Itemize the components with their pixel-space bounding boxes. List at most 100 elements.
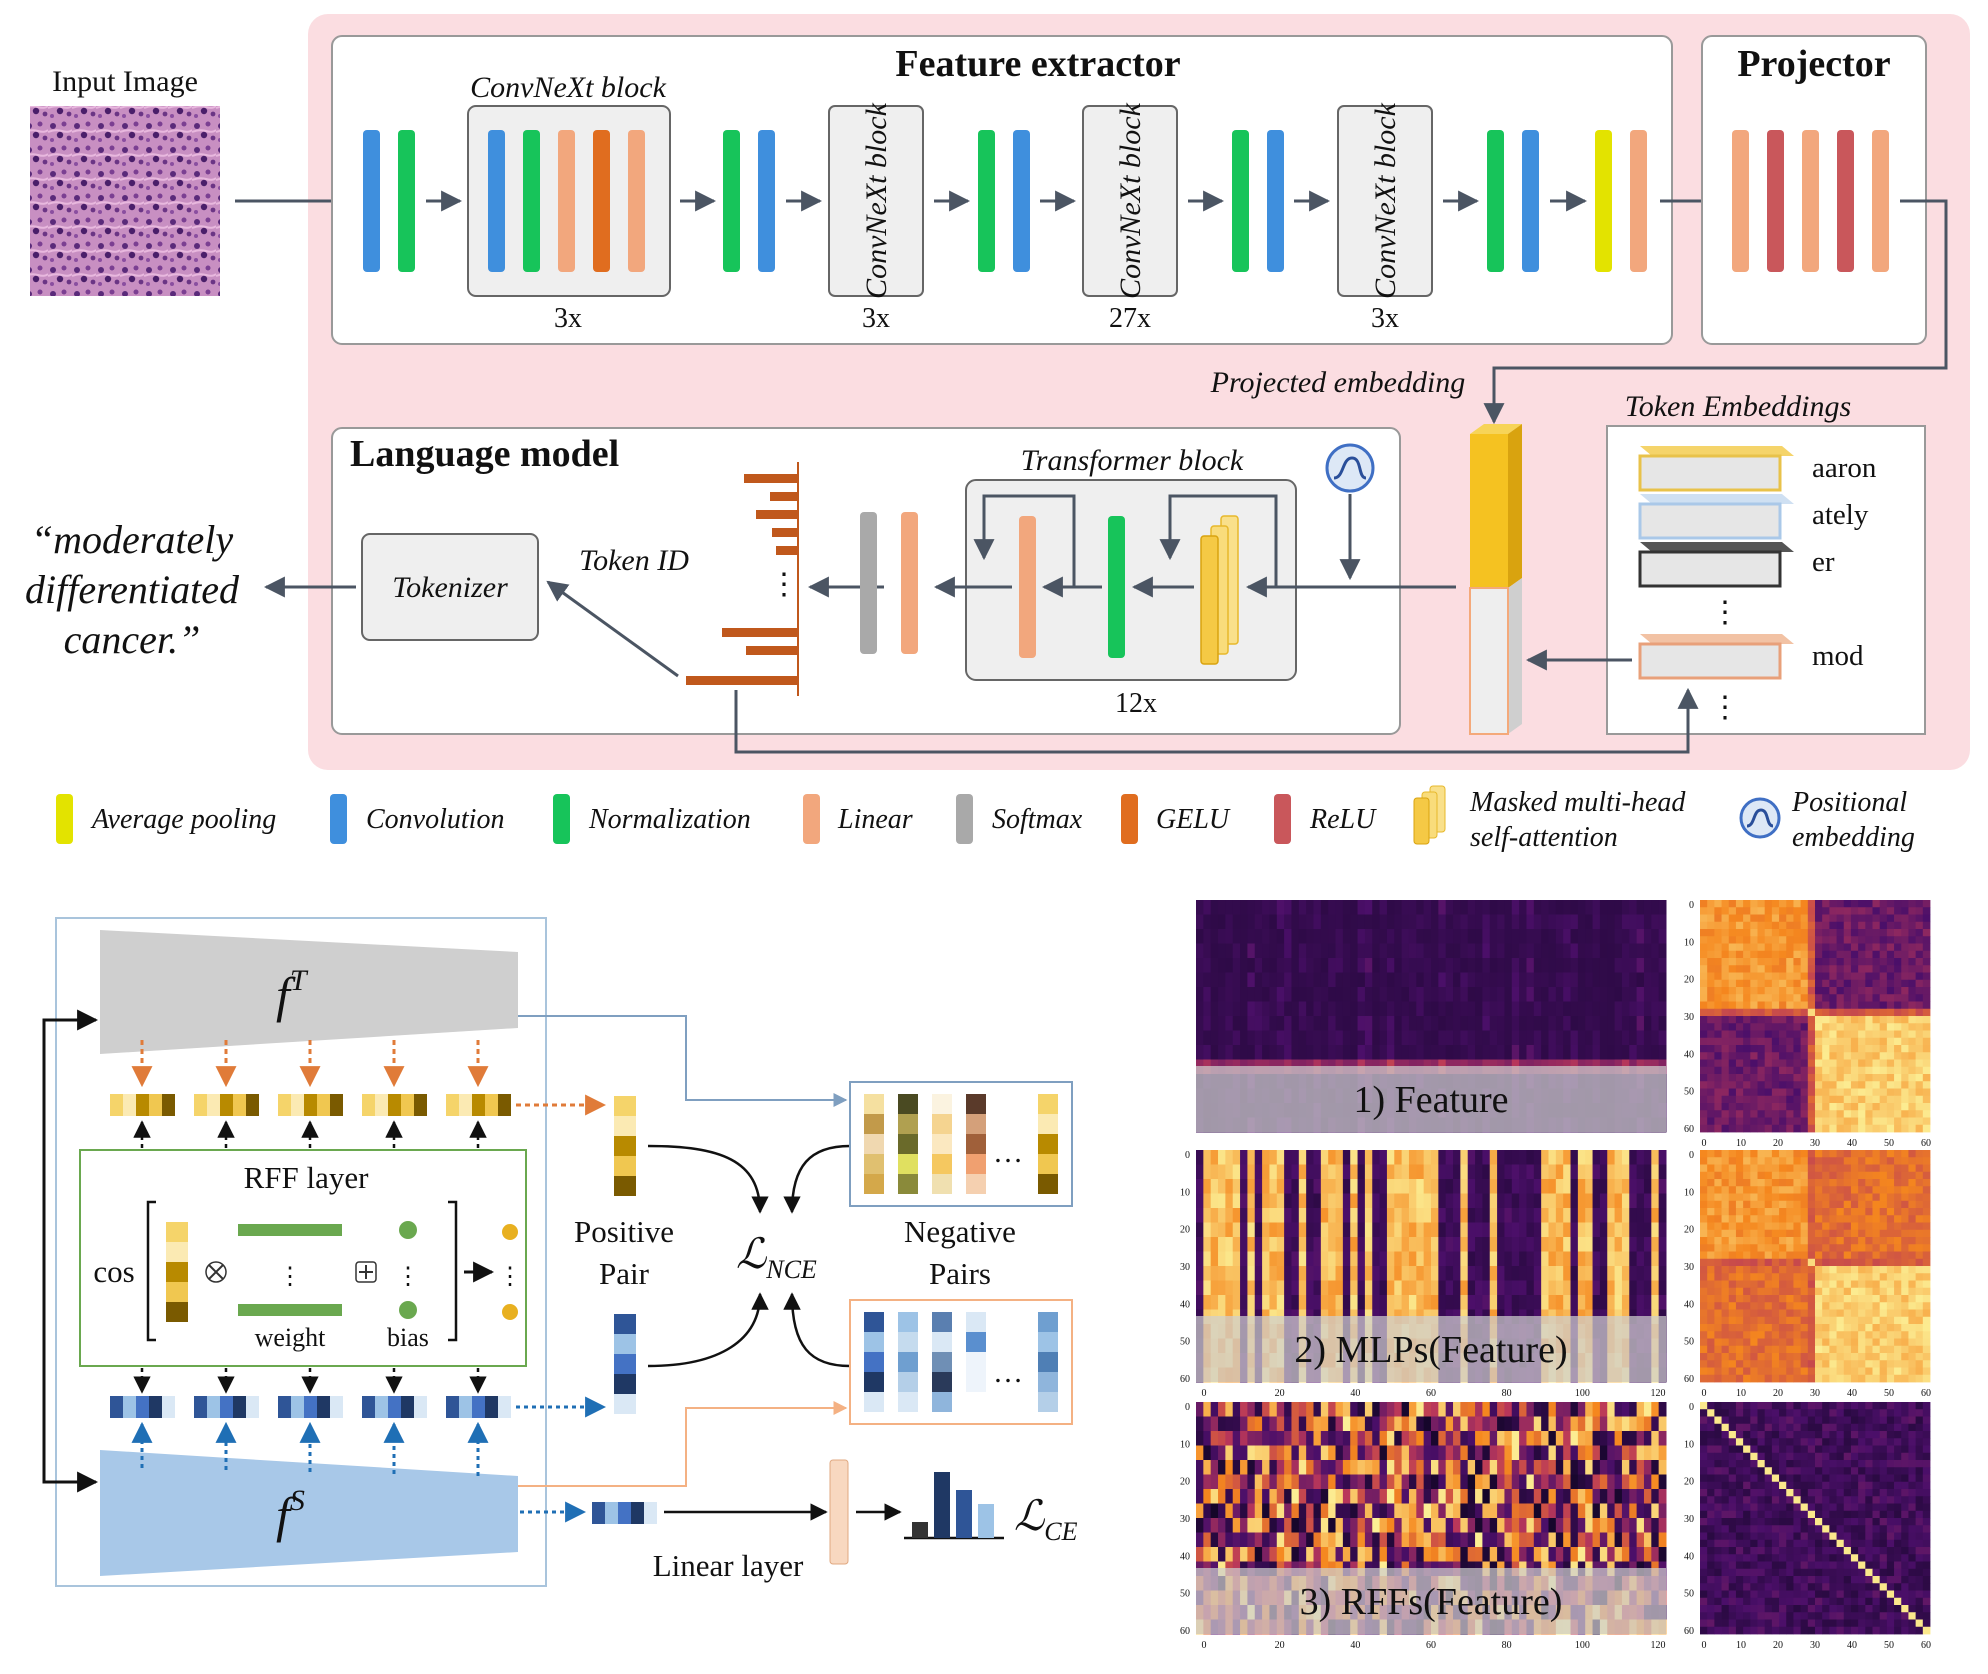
legend-swatch-convolution (330, 794, 347, 844)
rff-left-bracket (146, 1200, 156, 1342)
student-feature-vector (446, 1396, 511, 1418)
token-probability-histogram: ⋮ (686, 462, 799, 696)
y-tick-label: 30 (1684, 1012, 1694, 1023)
teacher-projections (110, 1040, 607, 1148)
x-tick-label: 20 (1773, 1138, 1783, 1149)
input-image-label: Input Image (52, 65, 198, 98)
x-tick-label: 120 (1651, 1640, 1666, 1651)
x-tick-label: 10 (1736, 1138, 1746, 1149)
heatmap-caption: 2) MLPs(Feature) (1294, 1329, 1567, 1371)
y-tick-label: 50 (1684, 1337, 1694, 1348)
y-tick-label: 20 (1684, 1225, 1694, 1236)
transformer-arrows (807, 494, 1456, 598)
linear-layer-label: Linear layer (653, 1548, 804, 1583)
norm-layer (978, 130, 995, 272)
prob-bar (744, 474, 798, 483)
convnext-block-2-label: ConvNeXt block (860, 102, 893, 298)
linear-layer (1019, 516, 1036, 658)
y-tick-label: 20 (1180, 1225, 1190, 1236)
bias-label: bias (387, 1323, 429, 1352)
multiplier-2: 3x (862, 303, 890, 334)
multiplier-4: 3x (1371, 303, 1399, 334)
y-tick-label: 30 (1180, 1514, 1190, 1525)
y-tick-label: 40 (1684, 1049, 1694, 1060)
y-tick-label: 30 (1684, 1514, 1694, 1525)
negative-teacher-vectors: … (864, 1094, 1058, 1194)
rff-output-top (502, 1224, 518, 1240)
negative-student-vectors: … (864, 1312, 1058, 1412)
legend-label-attention-1: Masked multi-head (1469, 787, 1686, 818)
multiplier-3: 27x (1109, 303, 1151, 334)
projector-out-arrow (1483, 199, 1948, 425)
negative-vector (932, 1094, 952, 1194)
heatmap-caption-band (1196, 1066, 1666, 1132)
legend-swatch-relu (1274, 794, 1291, 844)
positive-teacher-vector (614, 1096, 636, 1196)
y-tick-label: 50 (1180, 1337, 1190, 1348)
x-tick-label: 60 (1921, 1138, 1931, 1149)
convnext-block-4-label: ConvNeXt block (1369, 102, 1402, 298)
plus-icon (355, 1261, 377, 1283)
transformer-block-label: Transformer block (1021, 444, 1244, 477)
tokenizer-label: Tokenizer (392, 571, 508, 604)
weight-row-bottom (238, 1304, 342, 1316)
legend-label-convolution: Convolution (366, 804, 504, 835)
token-ately: ately (1812, 499, 1869, 531)
heatmap-caption-band (1196, 1316, 1666, 1382)
prob-bar (746, 646, 798, 655)
convnext-block-3-label: ConvNeXt block (1114, 102, 1147, 298)
x-tick-label: 40 (1350, 1388, 1360, 1399)
legend-label-softmax: Softmax (992, 804, 1083, 835)
negative-vector (898, 1312, 918, 1412)
rff-right-bracket (448, 1200, 458, 1342)
linear-layer (1802, 130, 1819, 272)
x-tick-label: 40 (1350, 1640, 1360, 1651)
student-feature-vector (362, 1396, 427, 1418)
y-tick-label: 60 (1684, 1374, 1694, 1385)
x-tick-label: 60 (1921, 1388, 1931, 1399)
ce-feature-vector (592, 1502, 657, 1524)
token-ellipsis-2: ⋮ (1710, 691, 1740, 724)
y-tick-label: 10 (1180, 1187, 1190, 1198)
heatmap-feature-panel: 1) Feature (1196, 900, 1667, 1133)
language-model-title: Language model (350, 433, 619, 475)
norm-layer (1232, 130, 1249, 272)
conv-layer (758, 130, 775, 272)
x-tick-label: 80 (1502, 1640, 1512, 1651)
prob-ellipsis: ⋮ (769, 568, 799, 601)
transformer-multiplier: 12x (1115, 688, 1157, 719)
negative-vector (864, 1312, 884, 1412)
feature-extractor-layers (363, 130, 1647, 272)
y-tick-label: 30 (1180, 1262, 1190, 1273)
y-tick-label: 10 (1684, 1187, 1694, 1198)
bias-bottom (399, 1301, 417, 1319)
x-tick-label: 20 (1773, 1640, 1783, 1651)
gelu-layer (593, 130, 610, 272)
legend-swatch-gelu (1121, 794, 1138, 844)
x-tick-label: 30 (1810, 1138, 1820, 1149)
feedback-arrow (734, 687, 1699, 754)
legend-swatch-softmax (956, 794, 973, 844)
weight-dots: ⋮ (278, 1264, 302, 1290)
token-slab-aaron (1638, 446, 1794, 492)
token-slab-ately (1638, 494, 1794, 540)
y-tick-label: 10 (1684, 937, 1694, 948)
negative-pairs-line-1: Negative (904, 1214, 1016, 1249)
y-tick-label: 50 (1684, 1589, 1694, 1600)
softmax-layer (860, 512, 877, 654)
student-feature-vector (194, 1396, 259, 1418)
conv-layer (1522, 130, 1539, 272)
linear-layer (558, 130, 575, 272)
y-tick-label: 50 (1180, 1589, 1190, 1600)
negative-vector (1038, 1312, 1058, 1412)
token-slab-er (1638, 542, 1794, 588)
rff-output-dots: ⋮ (498, 1264, 522, 1290)
weight-row-top (238, 1224, 342, 1236)
y-tick-label: 40 (1180, 1551, 1190, 1562)
x-tick-label: 50 (1884, 1640, 1894, 1651)
linear-layer (628, 130, 645, 272)
negative-vector (966, 1094, 986, 1194)
y-tick-label: 30 (1684, 1262, 1694, 1273)
